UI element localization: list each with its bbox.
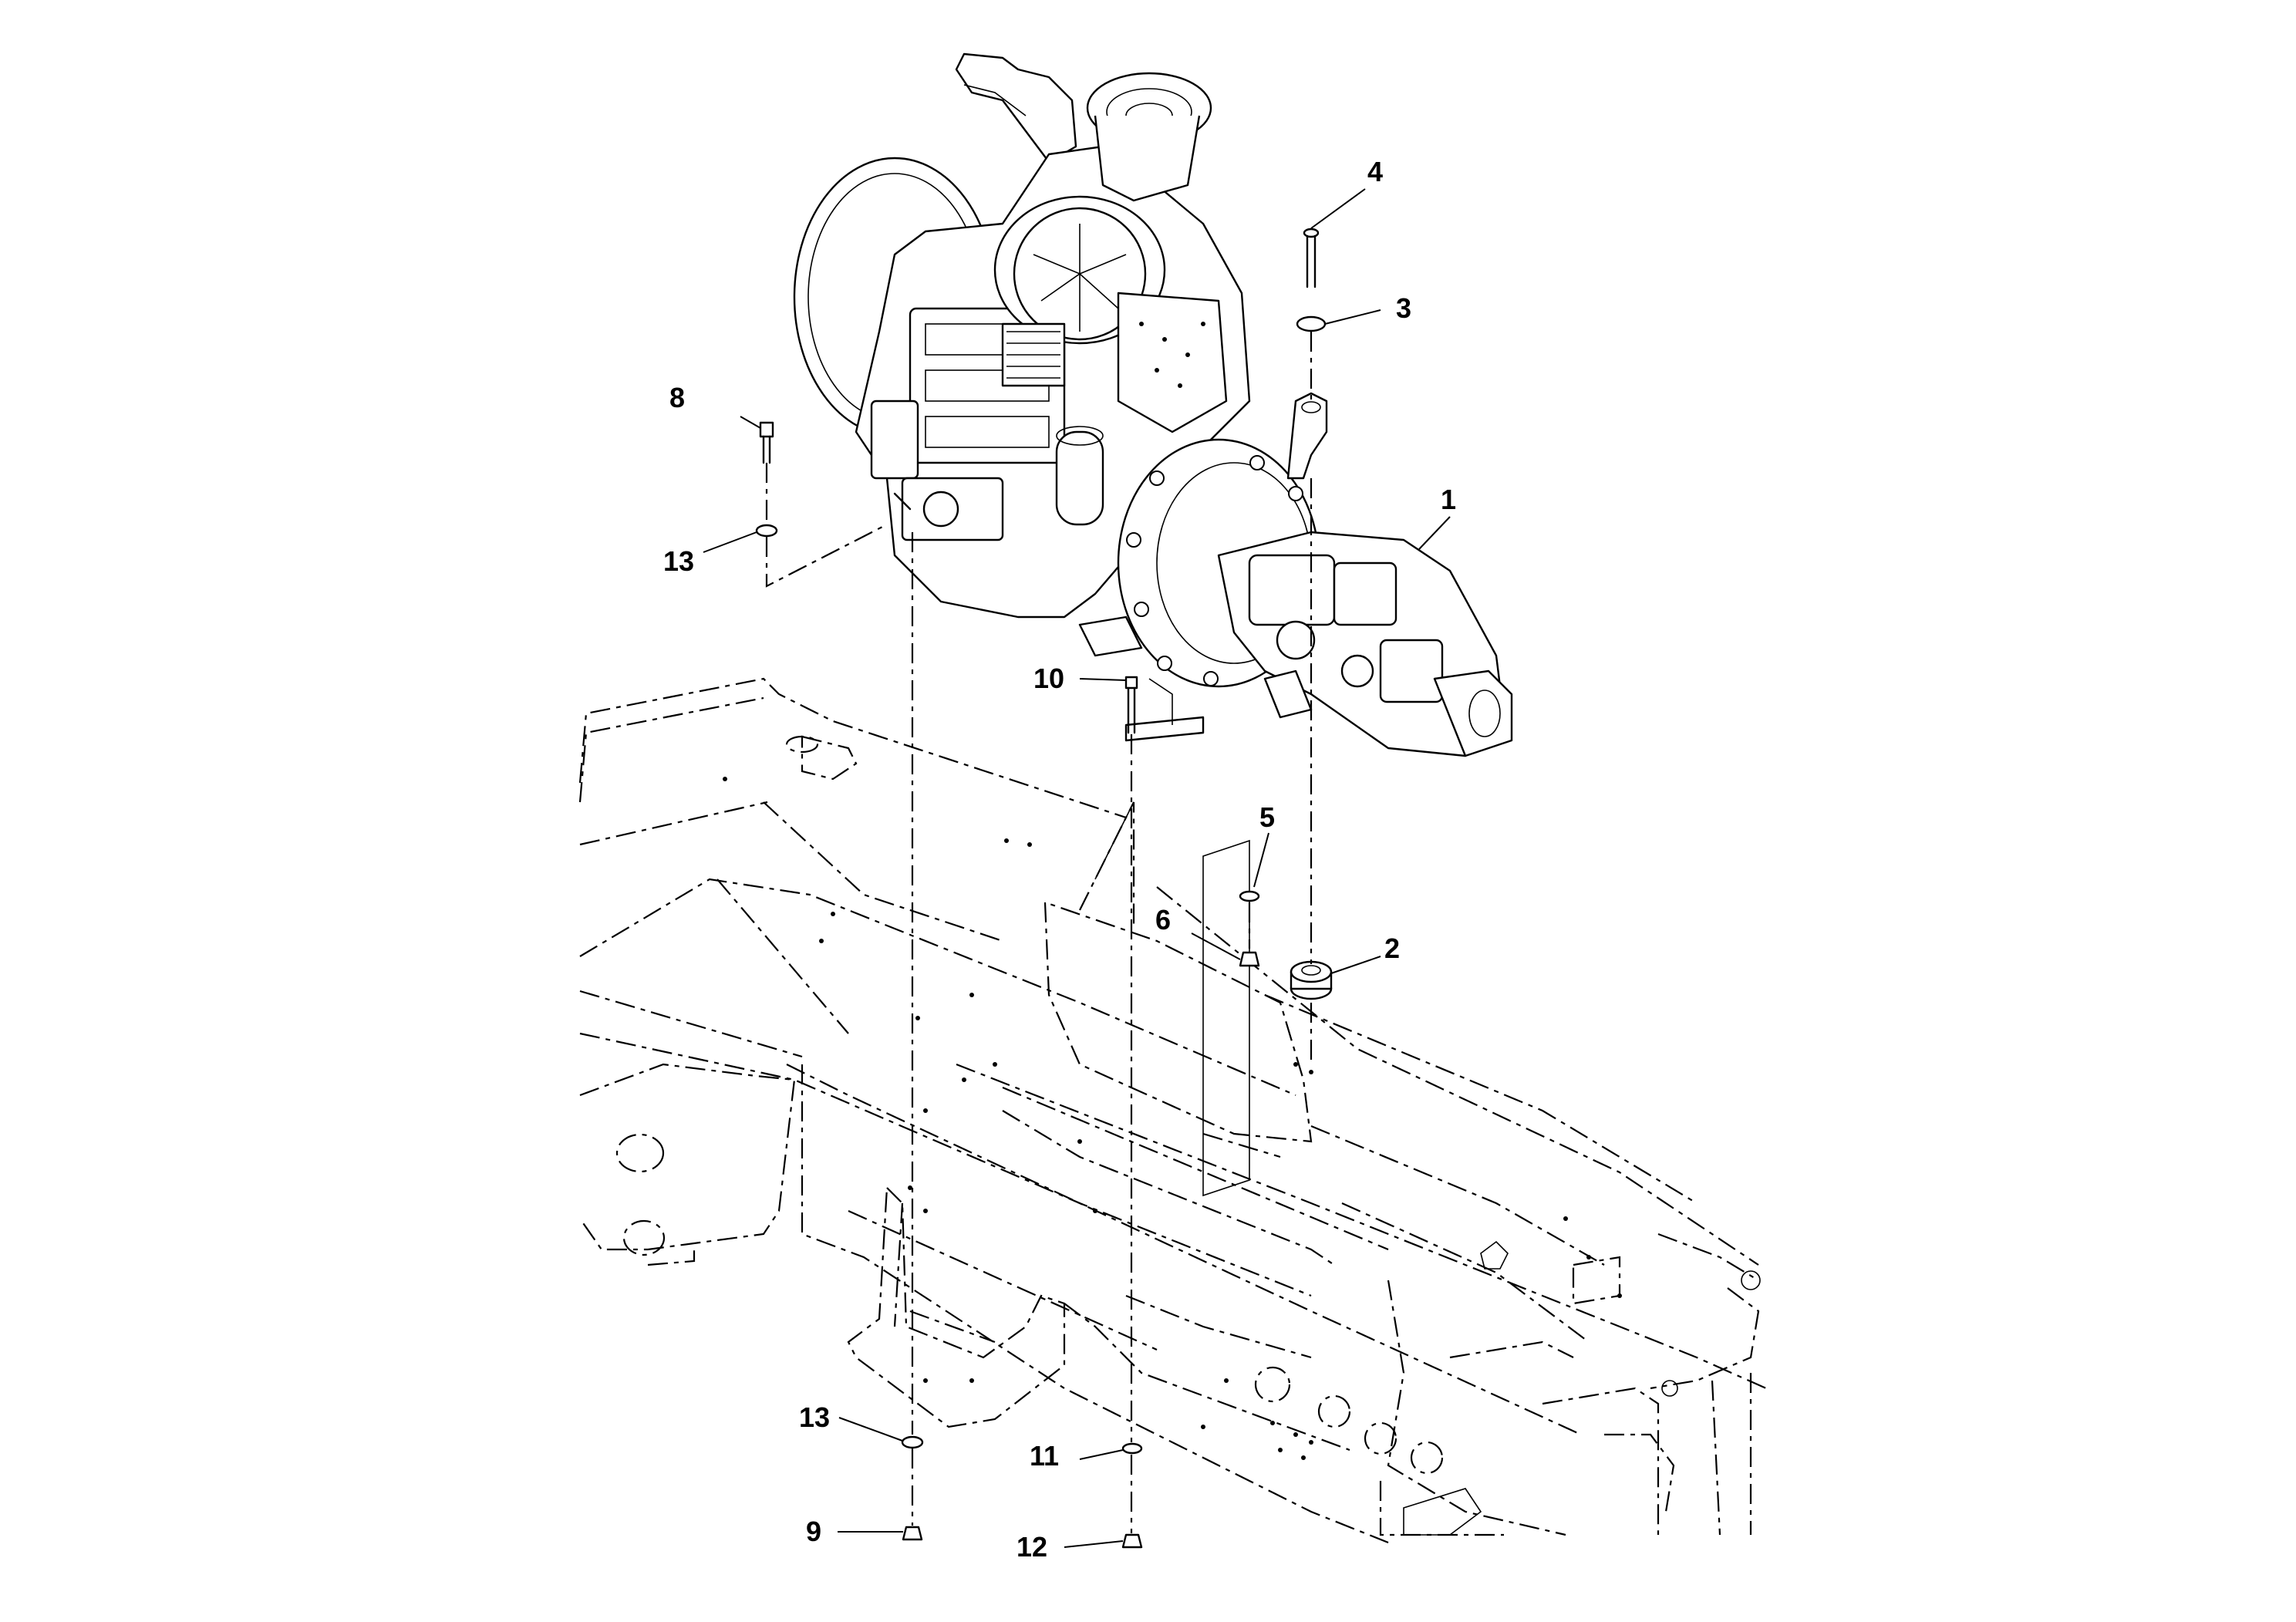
callout-12: 12 [1017, 1531, 1047, 1563]
washer-part-5 [1239, 890, 1260, 902]
hardware-items [755, 228, 1333, 1549]
callout-4: 4 [1367, 156, 1383, 187]
assembly-center-lines [765, 332, 1313, 1533]
callout-13-upper: 13 [663, 545, 694, 577]
nut-part-12 [1121, 1533, 1143, 1549]
callout-labels: 1 2 3 4 5 6 8 9 10 11 12 13 13 [663, 156, 1456, 1563]
washer-part-13-upper [755, 524, 778, 538]
callout-2: 2 [1384, 932, 1400, 964]
nut-part-9 [902, 1526, 923, 1541]
callout-11: 11 [1030, 1440, 1059, 1472]
callout-13-lower: 13 [799, 1401, 830, 1433]
callout-10: 10 [1033, 663, 1064, 694]
nut-part-6 [1239, 951, 1260, 967]
washer-part-13-lower [901, 1435, 924, 1449]
bolt-part-8 [759, 421, 774, 464]
bolt-part-4 [1303, 228, 1320, 288]
callout-8: 8 [669, 382, 685, 413]
chassis-frame [578, 677, 1767, 1544]
callout-3: 3 [1396, 292, 1411, 324]
washer-part-3 [1296, 315, 1327, 332]
callout-6: 6 [1155, 904, 1171, 936]
callout-1: 1 [1441, 484, 1456, 515]
callout-5: 5 [1259, 801, 1275, 833]
isolator-mount-part-2 [1290, 960, 1333, 1000]
callout-leaders [703, 188, 1451, 1548]
engine-pump-assembly [793, 52, 1513, 757]
bolt-part-10 [1124, 676, 1138, 734]
callout-9: 9 [806, 1516, 821, 1547]
washer-part-11 [1121, 1442, 1143, 1455]
